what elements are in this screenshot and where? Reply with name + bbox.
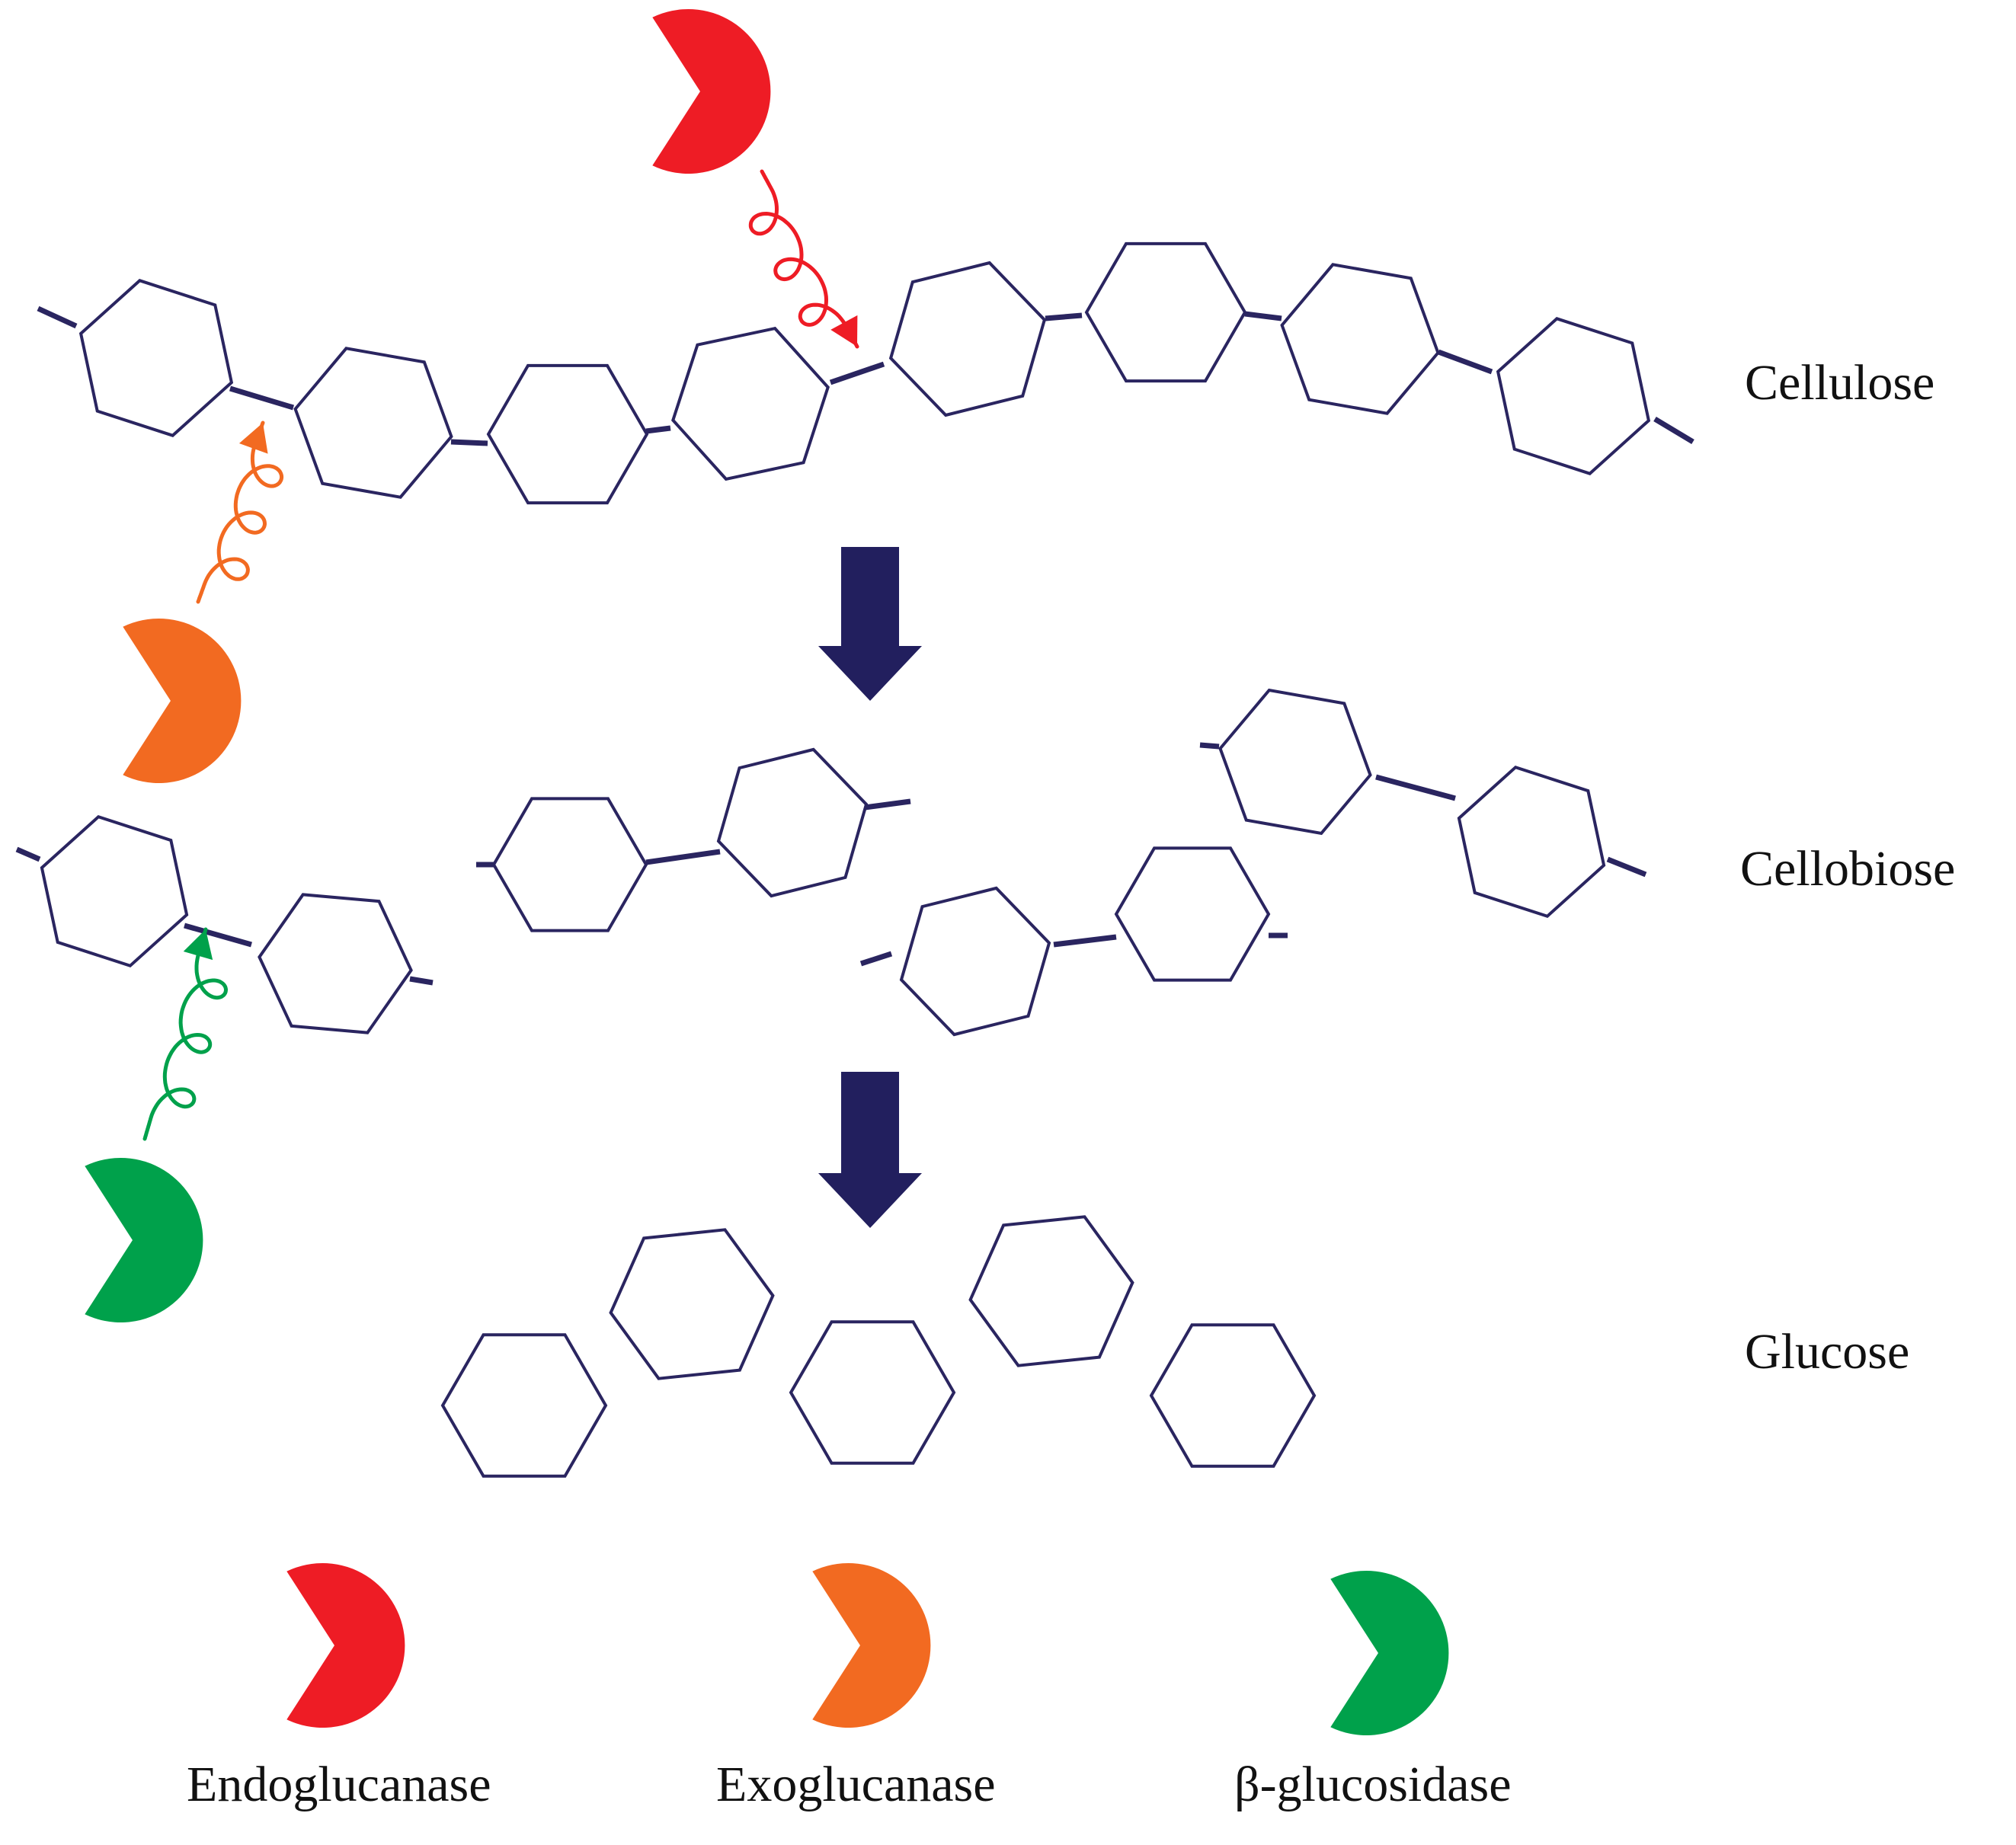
glycosidic-bond bbox=[1053, 934, 1117, 948]
process-arrow-cellulose-to-cellobiose bbox=[818, 547, 922, 701]
glycosidic-bond bbox=[1437, 349, 1493, 375]
glucose-ring bbox=[1149, 1323, 1317, 1468]
cellobiose-ring bbox=[1457, 765, 1606, 919]
glycosidic-bond bbox=[1244, 311, 1282, 321]
cellulose-ring bbox=[486, 363, 649, 505]
cellulose-ring bbox=[888, 261, 1047, 417]
endoglucanase-enzyme bbox=[652, 9, 771, 174]
exoglucanase-enzyme bbox=[123, 618, 242, 783]
chain-end-bond bbox=[1653, 416, 1694, 445]
squiggle-arrowhead bbox=[238, 423, 268, 454]
glucose-ring bbox=[440, 1333, 608, 1478]
beta-glucosidase-attack-arrow bbox=[142, 927, 229, 1141]
squiggle-arrowhead bbox=[830, 315, 858, 347]
squiggle-line bbox=[196, 420, 284, 604]
stage-label-cellulose: Cellulose bbox=[1745, 355, 1935, 411]
glycosidic-bond bbox=[645, 425, 671, 434]
chain-end-bond bbox=[37, 305, 78, 329]
glycosidic-bond bbox=[1045, 312, 1083, 321]
legend-beta-glucosidase-icon bbox=[1330, 1571, 1449, 1735]
glucose-ring bbox=[968, 1215, 1134, 1367]
stage-label-cellobiose: Cellobiose bbox=[1740, 841, 1956, 897]
cellobiose-ring bbox=[899, 886, 1051, 1037]
process-arrows bbox=[818, 547, 922, 1228]
legend-label-beta-glucosidase: β-glucosidase bbox=[1234, 1757, 1512, 1812]
legend-label-endoglucanase: Endoglucanase bbox=[187, 1757, 491, 1812]
squiggle-line bbox=[748, 169, 859, 349]
endoglucanase-attack-arrow bbox=[748, 169, 859, 349]
chain-end-bond bbox=[864, 798, 911, 811]
chain-end-bond bbox=[15, 846, 41, 862]
glycosidic-bond bbox=[1375, 774, 1456, 801]
glycosidic-bond bbox=[645, 849, 721, 865]
cellobiose-molecule bbox=[476, 747, 911, 932]
cellulose-ring bbox=[1280, 263, 1440, 415]
glycosidic-bond bbox=[450, 439, 488, 446]
cellobiose-molecule bbox=[859, 846, 1288, 1037]
legend-exoglucanase-icon bbox=[812, 1563, 931, 1728]
cellobiose-ring bbox=[1114, 846, 1271, 982]
squiggle-arrowhead bbox=[183, 929, 213, 961]
enzymes bbox=[85, 9, 1449, 1735]
legend-label-exoglucanase: Exoglucanase bbox=[716, 1757, 996, 1812]
cellobiose-ring bbox=[1218, 688, 1372, 836]
chain-end-bond bbox=[409, 976, 434, 986]
cellobiose-molecule bbox=[1199, 688, 1647, 919]
cellobiose-ring bbox=[40, 814, 189, 968]
cellulose-ring bbox=[1084, 241, 1247, 383]
glycosidic-bond bbox=[229, 385, 295, 411]
squiggle-line bbox=[142, 927, 229, 1141]
glucose-ring bbox=[609, 1228, 775, 1380]
glucose-ring bbox=[789, 1320, 956, 1465]
cellobiose-ring bbox=[716, 747, 869, 898]
glycosidic-bond bbox=[829, 361, 885, 385]
cellobiose-molecules bbox=[15, 688, 1647, 1037]
cellulose-ring bbox=[78, 279, 234, 437]
cellulose-ring bbox=[1496, 317, 1651, 475]
chain-end-bond bbox=[859, 951, 893, 967]
chain-end-bond bbox=[1199, 742, 1220, 750]
glycosidic-bond bbox=[184, 922, 252, 948]
cellulose-ring bbox=[293, 347, 453, 499]
glucose-molecules bbox=[440, 1215, 1317, 1478]
cellulose-ring bbox=[671, 326, 830, 481]
cellobiose-molecule bbox=[15, 814, 434, 1034]
beta-glucosidase-enzyme bbox=[85, 1158, 203, 1322]
process-arrow-cellobiose-to-glucose bbox=[818, 1072, 922, 1228]
legend-endoglucanase-icon bbox=[286, 1563, 405, 1728]
exoglucanase-attack-arrow bbox=[196, 420, 284, 604]
cellobiose-ring bbox=[491, 797, 648, 932]
cellobiose-ring bbox=[258, 893, 413, 1034]
stage-label-glucose: Glucose bbox=[1745, 1324, 1910, 1380]
chain-end-bond bbox=[1606, 856, 1647, 878]
cellulose-chain bbox=[37, 241, 1694, 505]
